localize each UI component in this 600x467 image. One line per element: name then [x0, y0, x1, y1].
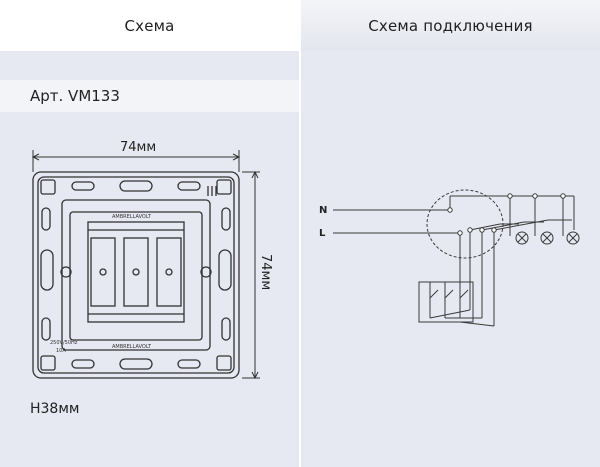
height-label: 74мм — [258, 254, 273, 290]
tab-scheme-label: Схема — [124, 16, 175, 35]
junction-box — [426, 189, 504, 259]
article-number: Арт. VM133 — [30, 87, 120, 105]
lamp-3 — [566, 231, 580, 245]
depth-label: H38мм — [30, 401, 80, 417]
brand-mark-bottom: AMBRELLAVOLT — [112, 344, 152, 350]
switch-box — [418, 281, 474, 323]
brand-mark-top: AMBRELLAVOLT — [112, 214, 152, 220]
width-label: 74мм — [120, 140, 156, 155]
mounting-frame — [32, 171, 240, 379]
lamp-2 — [540, 231, 554, 245]
neutral-label: N — [319, 205, 327, 216]
tab-wiring-label: Схема подключения — [368, 16, 533, 35]
lamp-1 — [515, 231, 529, 245]
tab-scheme[interactable]: Схема — [0, 0, 299, 51]
tab-wiring-scheme[interactable]: Схема подключения — [301, 0, 600, 51]
current-mark: 10A — [56, 348, 66, 354]
scheme-panel — [0, 0, 299, 467]
rating-mark: 250V/50Hz — [50, 340, 78, 346]
article-banner — [0, 80, 299, 112]
line-label: L — [319, 228, 326, 239]
